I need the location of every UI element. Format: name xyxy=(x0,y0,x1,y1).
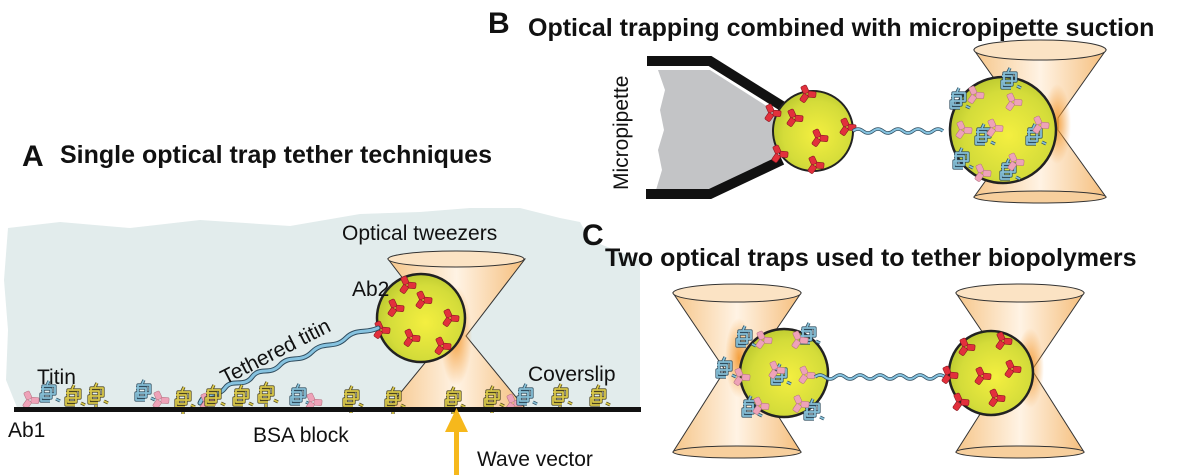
panel-a-title: Single optical trap tether techniques xyxy=(60,141,492,169)
coverslip-surface xyxy=(14,407,641,412)
trapped-bead xyxy=(373,272,467,364)
panel-c-title: Two optical traps used to tether biopoly… xyxy=(605,244,1137,272)
label-ab1: Ab1 xyxy=(8,419,45,442)
micropipette xyxy=(646,56,785,199)
panel-a: A Single optical trap tether techniques xyxy=(4,140,641,475)
label-wave-vector: Wave vector xyxy=(477,448,593,471)
wave-vector-arrow xyxy=(445,408,468,475)
trapped-bead-b xyxy=(948,66,1058,185)
panel-b-letter: B xyxy=(488,7,510,40)
tether-strand-c-fill xyxy=(814,374,956,380)
label-bsa-block: BSA block xyxy=(253,424,349,447)
tethered-titin-strand-fill xyxy=(198,326,380,405)
panel-b: B Optical trapping combined with micropi… xyxy=(488,7,1154,204)
tether-strand-b-fill xyxy=(852,128,944,134)
panel-b-title: Optical trapping combined with micropipe… xyxy=(528,14,1154,42)
label-micropipette: Micropipette xyxy=(610,76,633,190)
label-ab2: Ab2 xyxy=(352,278,389,301)
label-coverslip: Coverslip xyxy=(528,363,616,386)
trapped-bead-c-right xyxy=(941,329,1035,417)
trapped-bead-c-left xyxy=(715,321,830,421)
label-titin: Titin xyxy=(37,366,76,389)
panel-c: C Two optical traps used to tether biopo… xyxy=(582,219,1137,459)
label-optical-tweezers: Optical tweezers xyxy=(342,222,497,245)
panel-a-letter: A xyxy=(22,140,44,173)
panel-c-letter: C xyxy=(582,219,604,252)
